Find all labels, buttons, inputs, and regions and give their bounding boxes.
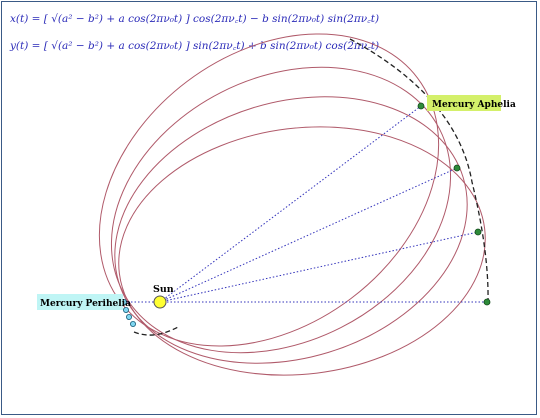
equation-y: y(t) = [ √(a² − b²) + a cos(2πν₀t) ] sin…	[10, 40, 380, 52]
perihelion-point	[129, 320, 136, 327]
perihelia-label: Mercury Perihelia	[37, 294, 131, 310]
guide-line	[159, 105, 422, 303]
aphelion-points	[417, 102, 491, 306]
perihelia-envelope-curve	[133, 326, 179, 336]
equation-x: x(t) = [ √(a² − b²) + a cos(2πν₀t) ] cos…	[10, 13, 380, 25]
perihelia-label-box	[37, 294, 123, 310]
aphelion-point	[483, 298, 491, 306]
aphelia-label: Mercury Aphelia	[427, 95, 516, 111]
sun-label: Sun	[153, 284, 174, 295]
perihelion-points	[121, 298, 136, 327]
aphelia-label-text: Mercury Aphelia	[432, 100, 516, 110]
perihelion-point	[126, 313, 133, 320]
orbit-ellipse	[98, 33, 440, 347]
guide-line	[159, 231, 479, 303]
orbit-ellipse	[110, 66, 452, 354]
orbit-diagram: Sun Mercury Aphelia Mercury Perihelia	[37, 33, 516, 376]
perihelia-label-text: Mercury Perihelia	[40, 299, 131, 309]
aphelia-envelope-curve	[349, 38, 489, 303]
aphelion-point	[474, 228, 482, 236]
aphelia-label-box	[427, 95, 501, 111]
aphelion-point	[453, 164, 461, 172]
orbit-group	[98, 33, 486, 376]
orbit-ellipse	[118, 126, 486, 376]
perihelion-point	[123, 306, 130, 313]
sun-icon	[153, 295, 167, 309]
guide-lines	[124, 105, 487, 303]
aphelion-point	[417, 102, 425, 110]
guide-line	[159, 167, 458, 303]
